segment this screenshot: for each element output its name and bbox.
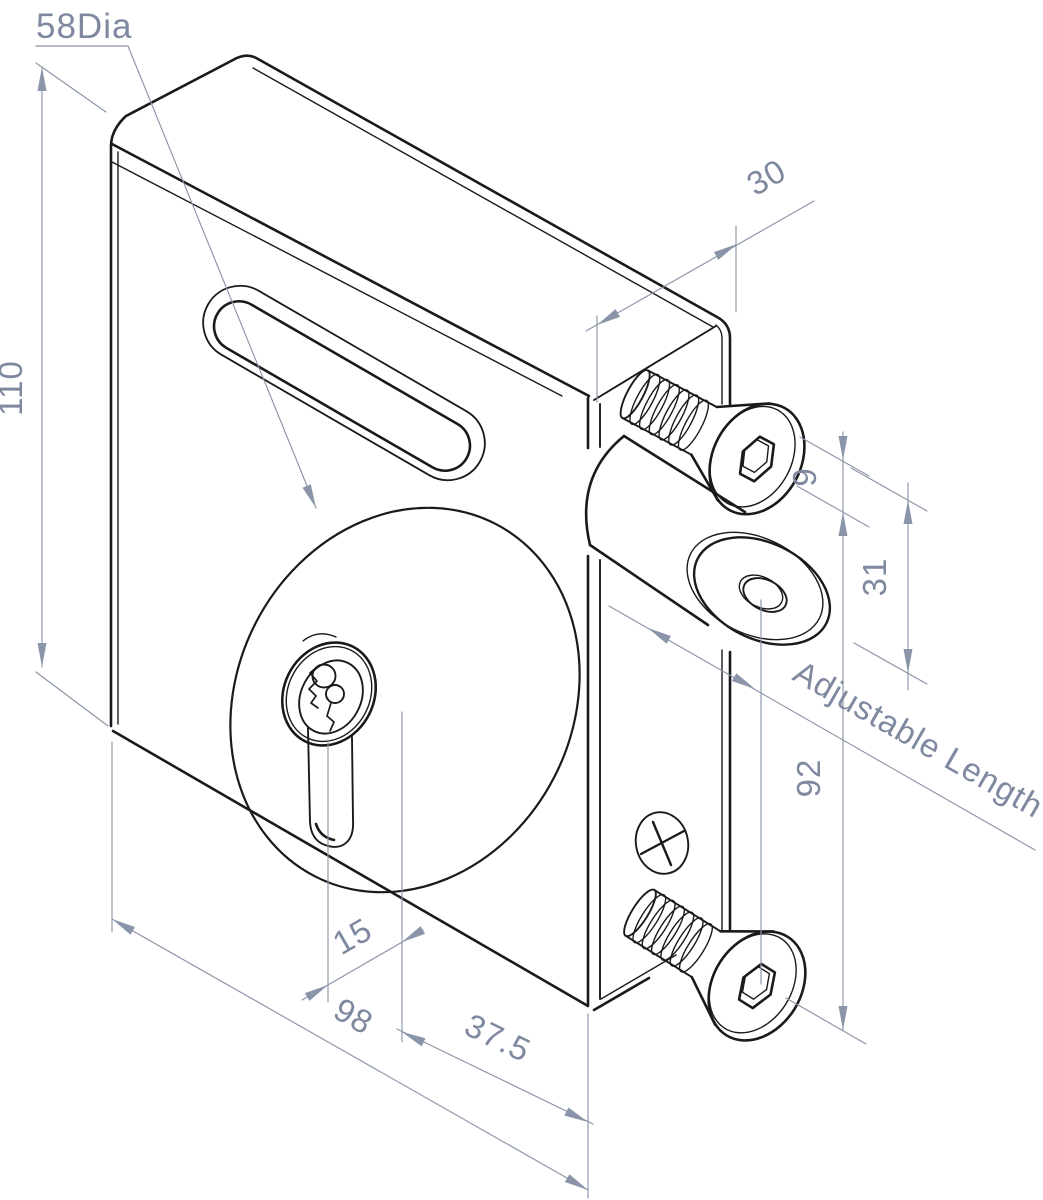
face-disc bbox=[229, 506, 581, 894]
key bbox=[308, 663, 345, 732]
clamp-screw-top bbox=[599, 337, 825, 533]
dim-110: 110 bbox=[0, 62, 109, 727]
dim-label-110: 110 bbox=[0, 360, 29, 416]
latch-cylinder bbox=[584, 434, 747, 627]
euro-cylinder bbox=[280, 633, 378, 848]
dim-92: 92 bbox=[785, 759, 867, 1045]
keeper-washer bbox=[686, 531, 832, 646]
dim-30: 30 bbox=[585, 151, 815, 403]
dim-label-31: 31 bbox=[856, 558, 893, 597]
dim-label-15: 15 bbox=[326, 910, 378, 961]
dim-label-adjustable-length: Adjustable Length bbox=[788, 653, 1043, 825]
dim-label-98: 98 bbox=[328, 990, 380, 1041]
dim-9: 9 bbox=[786, 431, 870, 1032]
dim-31: 31 bbox=[850, 467, 928, 691]
dim-58dia: 58Dia bbox=[35, 7, 317, 509]
dim-label-30: 30 bbox=[740, 151, 792, 202]
lock-body bbox=[109, 54, 732, 1012]
clamp-screw-bottom bbox=[601, 858, 827, 1060]
mounting-slot bbox=[202, 284, 486, 482]
dim-37-5: 37.5 bbox=[396, 1006, 594, 1125]
dim-label-37-5: 37.5 bbox=[459, 1006, 537, 1069]
dim-label-58dia: 58Dia bbox=[36, 7, 132, 46]
phillips-screw bbox=[634, 811, 690, 875]
dim-label-92: 92 bbox=[790, 759, 827, 798]
dim-label-9: 9 bbox=[786, 467, 823, 486]
dim-98: 98 bbox=[111, 741, 589, 1199]
